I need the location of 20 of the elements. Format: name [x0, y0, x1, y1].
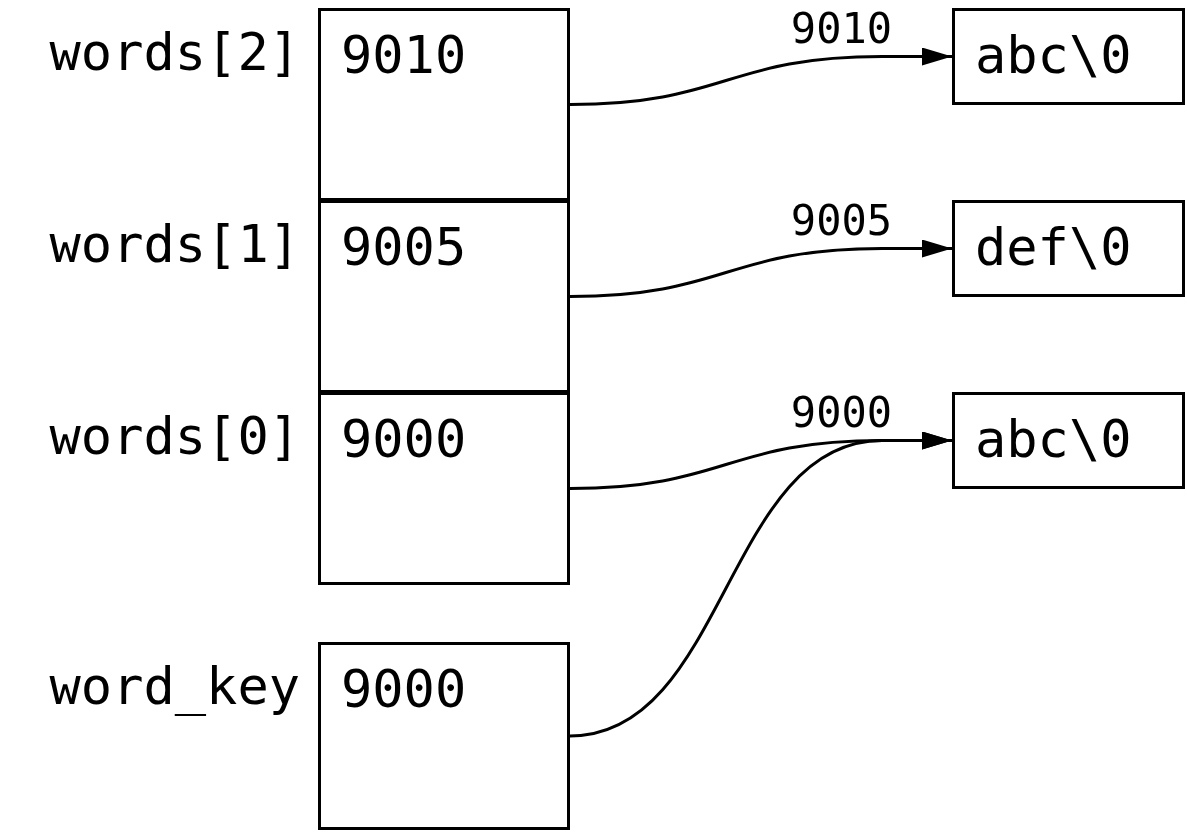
memory-cell — [318, 392, 570, 585]
memory-cell — [318, 642, 570, 830]
variable-name: words[1] — [49, 214, 300, 274]
variable-name: words[0] — [49, 406, 300, 466]
variable-name: word_key — [49, 656, 300, 716]
string-value: def\0 — [975, 217, 1132, 277]
variable-name: words[2] — [49, 22, 300, 82]
memory-cell — [318, 8, 570, 201]
pointer-arrow — [569, 47, 952, 106]
address-value: 9010 — [341, 25, 467, 85]
string-box — [952, 200, 1185, 297]
address-value: 9000 — [341, 409, 467, 469]
pointer-arrow — [569, 239, 952, 298]
address-value: 9000 — [341, 659, 467, 719]
string-value: abc\0 — [975, 25, 1132, 85]
string-box — [952, 8, 1185, 105]
address-value: 9005 — [341, 217, 467, 277]
memory-cell — [318, 200, 570, 393]
string-box — [952, 392, 1185, 489]
string-value: abc\0 — [975, 409, 1132, 469]
